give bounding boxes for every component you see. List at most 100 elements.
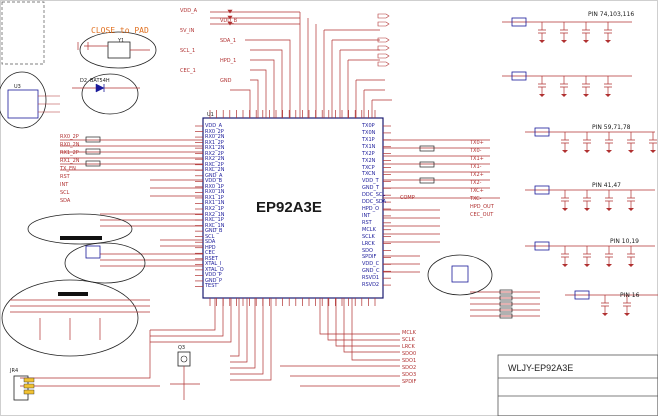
chip-pin-label: GND_C (362, 268, 380, 275)
decoupling-capacitor (601, 295, 609, 316)
power-filter-group (525, 127, 657, 153)
net-label: TX0- (470, 148, 482, 154)
decoupling-capacitor (605, 132, 613, 153)
chip-pin-label: SPDIF (362, 254, 377, 261)
decoupling-capacitor (623, 295, 631, 316)
chip-pin-label: RXC_2N (205, 167, 225, 174)
chip-part-number: EP92A3E (256, 199, 322, 216)
net-label: RX1_2P (60, 150, 79, 156)
ferrite-bead (534, 241, 550, 251)
net-label: HPD_1 (220, 58, 237, 64)
chip-pin-label: DDC_SCL (362, 192, 386, 199)
decoupling-capacitor (560, 22, 568, 43)
power-filter-group (565, 290, 658, 316)
main-chip (202, 117, 384, 299)
decoupling-capacitor (604, 76, 612, 97)
net-label: SDO1 (402, 358, 417, 364)
chip-pin-label: RX0_2N (205, 134, 225, 141)
chip-pin-label: GND_P (205, 277, 222, 284)
chip-pin-label: HPD_O (362, 206, 380, 212)
decoupling-capacitor (561, 132, 569, 153)
chip-pin-label: RX1_1N (205, 200, 225, 207)
chip-pin-label: RXC_1P (205, 217, 224, 224)
net-label: HPD_OUT (470, 204, 494, 210)
chip-pin-label: RX1_1P (205, 194, 224, 201)
power-group-label: PIN 10,19 (610, 238, 639, 245)
power-group-label: PIN 59,71,78 (592, 124, 631, 131)
decoupling-capacitor (560, 76, 568, 97)
net-label: MCLK (402, 330, 416, 336)
chip-pin-label: SCL (205, 233, 215, 240)
chip-pin-label: RXC_1N (205, 222, 225, 229)
decoupling-capacitor (605, 190, 613, 211)
refdes-u1: U1 (207, 112, 214, 118)
decoupling-capacitor (583, 132, 591, 153)
decoupling-capacitor (604, 22, 612, 43)
net-label: SDA (60, 198, 71, 204)
chip-pin-label: HPD (205, 244, 216, 251)
chip-pin-label: TX2P (362, 150, 375, 157)
net-label: SCL (60, 190, 70, 196)
chip-pins (195, 110, 391, 306)
net-label: TX0+ (470, 140, 484, 146)
chip-pin-label: TX2N (362, 157, 376, 164)
net-label: INT (60, 182, 69, 188)
decoupling-capacitor (649, 132, 657, 153)
chip-pin-label: TX1P (362, 136, 375, 143)
refdes-q3: Q3 (178, 345, 186, 351)
power-group-label: PIN 16 (620, 292, 640, 299)
right-bus (383, 139, 540, 317)
chip-pin-label: RX2_1N (205, 211, 225, 218)
connector-jr4 (13, 375, 35, 401)
ferrite-bead (534, 127, 550, 137)
chip-pin-label: MCLK (362, 226, 376, 233)
chip-pin-label: VDD_T (362, 178, 379, 185)
net-label: TX2+ (470, 172, 484, 178)
right-crystal (427, 254, 493, 296)
crystal-circuit (77, 31, 157, 69)
decoupling-capacitor (627, 132, 635, 153)
chip-pin-label: GND_T (362, 185, 380, 192)
chip-pin-label: XTAL_O (205, 266, 224, 273)
net-label: TX1+ (470, 156, 484, 162)
net-label: VDD_B (220, 18, 238, 24)
net-label: SDA_1 (220, 38, 237, 44)
power-group-label: PIN 41,47 (592, 182, 621, 189)
decoupling-capacitor (583, 190, 591, 211)
chip-pin-label: RX2_1P (205, 206, 224, 212)
chip-pin-label: TXCP (362, 164, 375, 171)
chip-pin-label: RSVD1 (362, 275, 380, 282)
chip-pin-label: RST (362, 219, 372, 226)
chip-pin-label: XTAL_I (205, 261, 222, 268)
net-label: TXC- (470, 196, 482, 202)
ferrite-bead (511, 71, 527, 81)
net-label: TXC+ (470, 188, 484, 194)
comp-label: COMP (400, 195, 415, 201)
chip-pin-label: INT (362, 212, 371, 219)
power-filter-group (525, 241, 655, 267)
refdes-u3: U3 (14, 84, 21, 90)
net-label: CEC_OUT (470, 212, 494, 218)
chip-pin-label: RX2_2P (205, 150, 224, 157)
net-label: TX_EN (60, 166, 76, 172)
decoupling-capacitor (583, 246, 591, 267)
net-label: SCLK (402, 337, 415, 343)
net-label: VDD_A (180, 8, 198, 14)
bottom-bus (20, 298, 400, 387)
chip-pin-label: RSVD2 (362, 282, 380, 289)
title-block-name: WLJY-EP92A3E (508, 363, 574, 373)
chip-pin-label: TEST (205, 283, 218, 290)
refdes-jr4: JR4 (10, 368, 19, 374)
net-label: TX1- (470, 164, 482, 170)
power-group-label: PIN 74,103,116 (588, 11, 635, 18)
chip-pin-label: TX0N (362, 129, 376, 136)
chip-pin-label: VDD_A (205, 123, 223, 129)
chip-pin-label: CEC (205, 250, 216, 257)
chip-pin-label: TX0P (362, 123, 375, 129)
chip-pin-label: RSET (205, 255, 218, 262)
power-filter-group (502, 17, 632, 43)
close-to-pad-note: CLOSE to PAD (91, 26, 149, 35)
net-label: SDO2 (402, 365, 417, 371)
top-bus (210, 11, 392, 118)
